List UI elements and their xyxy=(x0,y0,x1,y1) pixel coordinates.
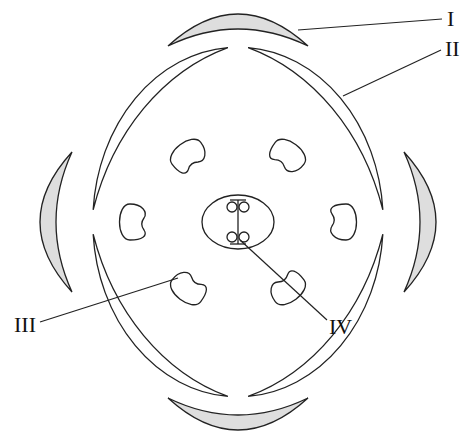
petal xyxy=(93,234,228,396)
leader-lines xyxy=(40,19,442,322)
stamen xyxy=(120,204,146,240)
ovule xyxy=(239,202,249,212)
sepal xyxy=(40,152,72,292)
leader-line xyxy=(240,240,327,320)
leader-line xyxy=(298,19,442,30)
ovule xyxy=(227,232,237,242)
petal xyxy=(93,48,228,210)
stamen xyxy=(331,204,357,240)
callout-number: II xyxy=(445,38,460,60)
petal xyxy=(248,48,383,210)
petal xyxy=(248,234,383,396)
callout-number: III xyxy=(14,314,36,336)
leader-line xyxy=(343,50,441,96)
sepal xyxy=(404,152,436,292)
septum xyxy=(230,199,246,200)
stamen xyxy=(266,134,310,176)
stamen xyxy=(266,268,310,310)
leader-line xyxy=(40,278,178,322)
sepal xyxy=(168,14,308,46)
stamen xyxy=(166,268,210,310)
stamens xyxy=(120,134,357,310)
sepals xyxy=(40,14,436,430)
callout-number: IV xyxy=(329,316,352,338)
ovule xyxy=(227,202,237,212)
sepal xyxy=(168,398,308,430)
petals xyxy=(93,48,383,397)
callout-number: I xyxy=(447,8,454,30)
ovary-wall xyxy=(202,195,274,249)
stamen xyxy=(166,134,210,176)
ovary xyxy=(202,195,274,249)
